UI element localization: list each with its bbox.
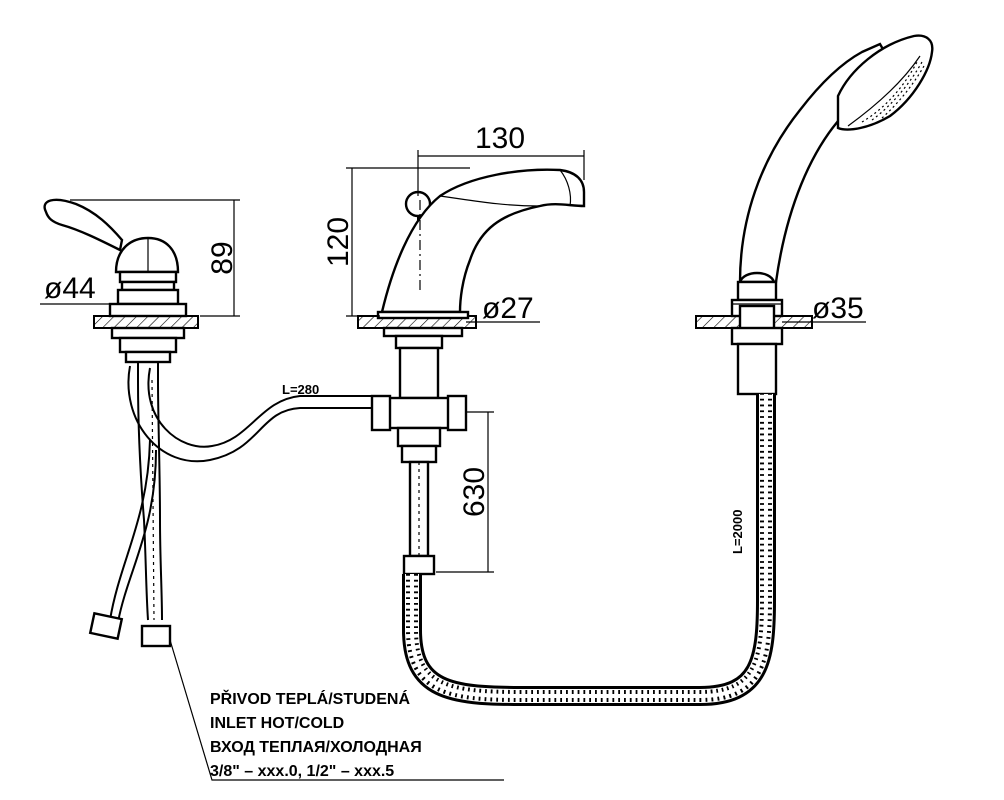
connector-length-label: L=280 — [282, 382, 319, 397]
dimension-handle-diameter: ø44 — [40, 272, 112, 305]
spout-width-label: 130 — [475, 122, 525, 155]
note-line-2: INLET HOT/COLD — [210, 715, 344, 732]
dimension-spout-width: 130 — [417, 122, 585, 196]
note-line-1: PŘIVOD TEPLÁ/STUDENÁ — [210, 689, 410, 708]
dimension-spout-height: 120 — [322, 167, 470, 317]
note-line-4: 3/8" – xxx.0, 1/2" – xxx.5 — [210, 763, 394, 780]
spout-assembly — [357, 168, 586, 576]
spout-height-label: 120 — [322, 217, 355, 267]
spout-diameter-label: ø27 — [482, 292, 534, 325]
shower-diameter-label: ø35 — [812, 292, 864, 325]
lever-handle-assembly — [43, 198, 372, 648]
inlet-note: PŘIVOD TEPLÁ/STUDENÁ INLET HOT/COLD ВХОД… — [169, 639, 504, 781]
shower-head-spray-face — [861, 59, 925, 123]
shower-hose — [402, 394, 776, 706]
hand-shower-assembly — [695, 34, 934, 396]
dimension-spout-diameter: ø27 — [466, 292, 540, 325]
dimension-handle-height: 89 — [70, 199, 240, 317]
dimension-inlet-drop: 630 — [436, 411, 494, 573]
dimension-shower-diameter: ø35 — [782, 292, 866, 325]
handle-diameter-label: ø44 — [44, 272, 96, 305]
inlet-drop-label: 630 — [458, 467, 491, 517]
shower-hose-length-label: L=2000 — [730, 510, 745, 554]
handle-height-label: 89 — [206, 241, 239, 274]
note-line-3: ВХОД ТЕПЛАЯ/ХОЛОДНАЯ — [210, 739, 422, 756]
